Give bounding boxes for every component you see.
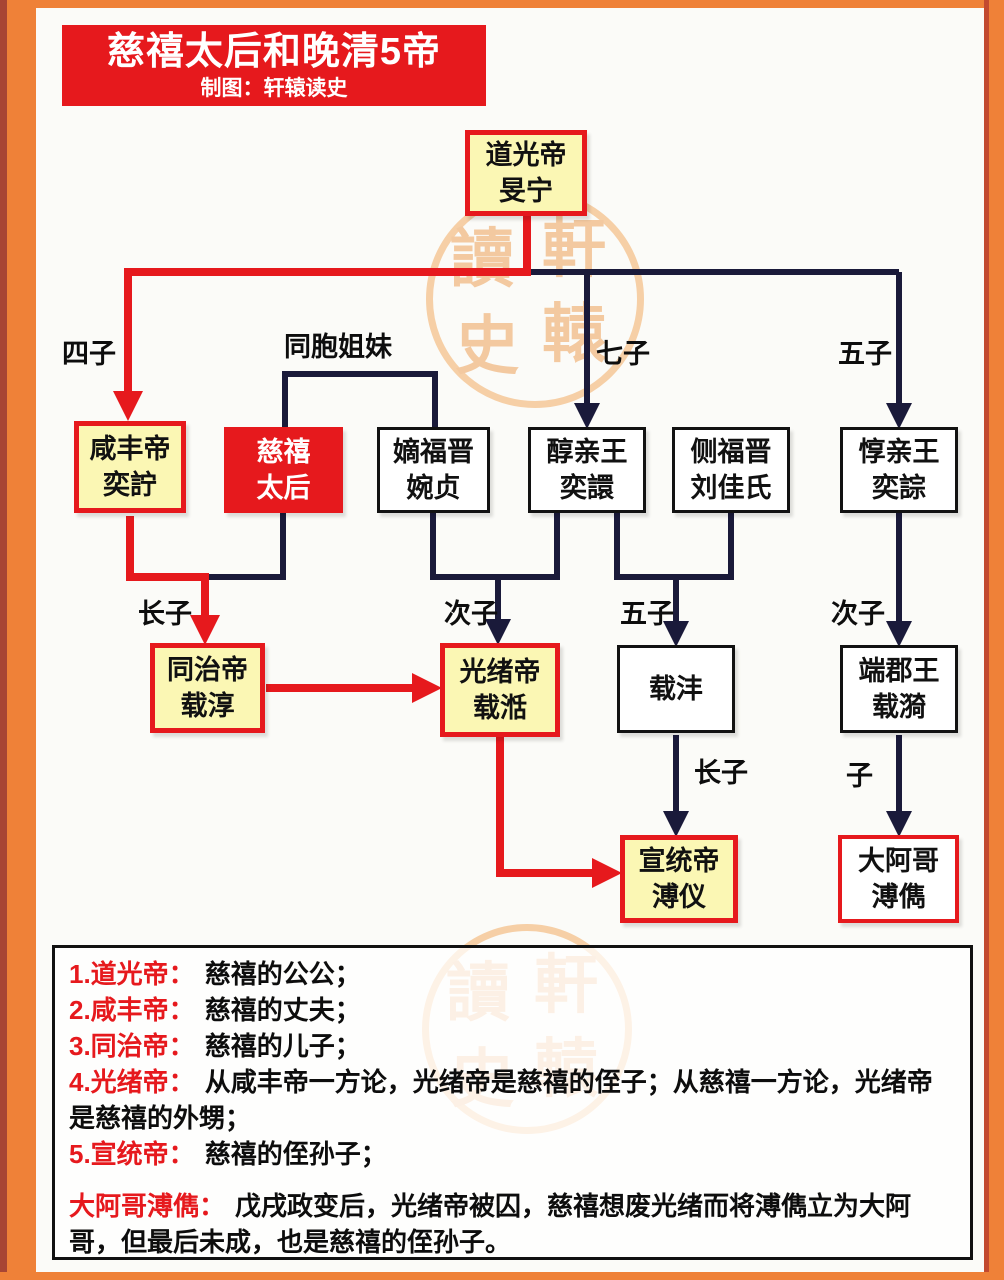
edge-chun-cefujin-bracket	[614, 510, 734, 580]
node-name: 奕譞	[560, 473, 614, 503]
note-prefix: 3.同治帝：	[69, 1031, 195, 1061]
node-name: 溥仪	[652, 882, 706, 912]
edge-guangxu-to-xuantong	[496, 737, 622, 888]
node-prince-dun: 惇亲王 奕誴	[840, 427, 958, 513]
frame-left-dark	[0, 0, 7, 1280]
edge-label-second-son: 次子	[831, 599, 885, 629]
note-text: 从咸丰帝一方论，光绪帝是慈禧的侄子；从慈禧一方论，光绪帝是慈禧的外甥；	[69, 1067, 933, 1133]
note-text: 慈禧的儿子；	[204, 1031, 361, 1061]
node-tongzhi-emperor: 同治帝 载淳	[150, 643, 265, 733]
edge-label-fifth-son: 五子	[620, 599, 674, 629]
edge-label-son: 子	[846, 761, 873, 791]
note-prefix: 大阿哥溥儁：	[69, 1191, 226, 1221]
node-daoguang-emperor: 道光帝 旻宁	[465, 130, 587, 216]
node-name: 醇亲王	[546, 437, 628, 467]
node-name: 惇亲王	[858, 437, 940, 467]
note-text: 慈禧的公公；	[204, 959, 361, 989]
watermark-char-yuan: 轅	[542, 299, 606, 370]
note-text: 戊戌政变后，光绪帝被囚，慈禧想废光绪而将溥儁立为大阿哥，但最后未成，也是慈禧的侄…	[69, 1191, 912, 1257]
node-name: 嫡福晋	[393, 437, 474, 467]
node-name: 载漪	[872, 692, 926, 722]
note-dage-pujun: 大阿哥溥儁：戊戌政变后，光绪帝被囚，慈禧想废光绪而将溥儁立为大阿哥，但最后未成，…	[69, 1188, 956, 1260]
node-cefujin-liujiashi: 侧福晋 刘佳氏	[672, 427, 790, 513]
node-name: 宣统帝	[638, 846, 720, 876]
node-empress-dowager-cixi: 慈禧 太后	[224, 427, 343, 513]
node-name: 载沣	[649, 674, 703, 704]
node-name: 大阿哥	[858, 846, 939, 876]
node-name: 奕誴	[872, 473, 926, 503]
node-name: 刘佳氏	[690, 473, 772, 503]
note-prefix: 1.道光帝：	[69, 959, 195, 989]
node-name: 溥儁	[871, 882, 926, 912]
node-name: 道光帝	[485, 140, 567, 170]
edge-label-seventh-son: 七子	[596, 339, 650, 369]
frame-bottom	[0, 1272, 1004, 1280]
node-name: 奕詝	[103, 470, 157, 500]
title-banner: 慈禧太后和晚清5帝 制图：轩辕读史	[62, 25, 486, 106]
node-name: 慈禧	[256, 437, 311, 467]
note-text: 慈禧的丈夫；	[204, 995, 361, 1025]
edge-label-eldest-son: 长子	[138, 599, 192, 629]
node-xianfeng-emperor: 咸丰帝 奕詝	[74, 421, 186, 513]
node-guangxu-emperor: 光绪帝 载湉	[440, 643, 560, 737]
edge-cixi-to-tongzhi	[203, 510, 286, 580]
edge-label-second-son: 次子	[444, 599, 498, 629]
node-name: 婉贞	[406, 473, 461, 503]
node-name: 旻宁	[499, 176, 553, 206]
node-prince-duan-zaiyi: 端郡王 载漪	[840, 645, 958, 733]
edge-label-fifth-son: 五子	[838, 339, 892, 369]
credit-line: 制图：轩辕读史	[200, 77, 348, 100]
edge-difujin-chun-bracket	[430, 510, 560, 580]
node-name: 载湉	[473, 693, 527, 723]
note-prefix: 4.光绪帝：	[69, 1067, 195, 1097]
note-text: 慈禧的侄孙子；	[204, 1139, 387, 1169]
node-xuantong-emperor: 宣统帝 溥仪	[620, 835, 738, 923]
edge-sisters-bracket	[282, 371, 438, 430]
node-prince-chun: 醇亲王 奕譞	[528, 427, 646, 513]
note-xuantong: 5.宣统帝： 慈禧的侄孙子；	[69, 1136, 956, 1172]
frame-top	[0, 0, 1004, 8]
node-name: 咸丰帝	[89, 434, 171, 464]
note-guangxu: 4.光绪帝：从咸丰帝一方论，光绪帝是慈禧的侄子；从慈禧一方论，光绪帝是慈禧的外甥…	[69, 1064, 956, 1136]
page-title: 慈禧太后和晚清5帝	[106, 31, 442, 73]
edge-label-fourth-son: 四子	[62, 339, 116, 369]
note-daoguang: 1.道光帝： 慈禧的公公；	[69, 956, 956, 992]
frame-right-dark	[984, 0, 989, 1280]
node-zaifeng: 载沣	[617, 645, 735, 733]
node-name: 载淳	[180, 691, 235, 721]
node-name: 太后	[256, 473, 311, 503]
node-name: 侧福晋	[690, 437, 772, 467]
note-prefix: 5.宣统帝：	[69, 1139, 195, 1169]
node-name: 同治帝	[167, 655, 248, 685]
edge-label-eldest-son: 长子	[694, 758, 748, 788]
note-tongzhi: 3.同治帝： 慈禧的儿子；	[69, 1028, 956, 1064]
note-prefix: 2.咸丰帝：	[69, 995, 195, 1025]
notes-panel: 1.道光帝： 慈禧的公公； 2.咸丰帝： 慈禧的丈夫； 3.同治帝： 慈禧的儿子； 4…	[52, 945, 973, 1260]
node-name: 光绪帝	[459, 657, 541, 687]
watermark-char-shi: 史	[455, 311, 519, 382]
frame-left-orange	[7, 0, 36, 1280]
node-name: 端郡王	[858, 656, 940, 686]
watermark-char-du: 讀	[450, 224, 514, 295]
frame-right-orange	[989, 0, 1004, 1280]
note-xianfeng: 2.咸丰帝： 慈禧的丈夫；	[69, 992, 956, 1028]
node-difujin-wanzhen: 嫡福晋 婉贞	[377, 427, 490, 513]
node-dage-pujun: 大阿哥 溥儁	[838, 835, 959, 923]
edge-label-blood-sisters: 同胞姐妹	[284, 332, 392, 362]
